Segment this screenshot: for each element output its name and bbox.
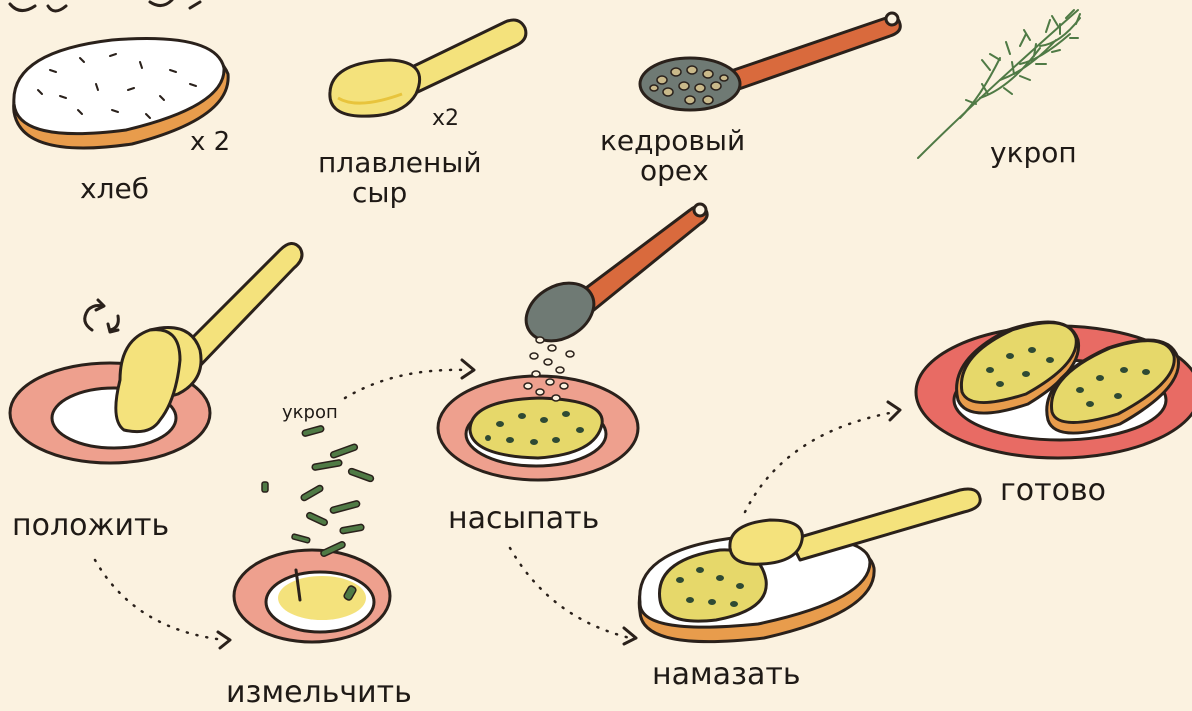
step-chop-label: измельчить	[226, 675, 412, 710]
plate-sandwiches-icon	[916, 322, 1192, 458]
ingredient-pine-nuts: кедровый орех	[600, 13, 900, 187]
plate-chopped-dill-icon	[234, 425, 390, 642]
bread-qty: x 2	[190, 127, 230, 157]
arrow-chop-to-sprinkle	[345, 370, 465, 398]
ingredient-dill: укроп	[918, 10, 1080, 169]
step-ready-label: готово	[1000, 473, 1106, 508]
pine-nuts-label-line2: орех	[640, 154, 709, 187]
step-put: положить	[10, 243, 302, 543]
dill-label: укроп	[990, 136, 1077, 169]
arrow-sprinkle-to-spread	[510, 548, 630, 638]
ingredient-processed-cheese: x2 плавленый сыр	[318, 20, 526, 209]
step-spread-label: намазать	[652, 657, 801, 692]
cheese-spoon-icon	[330, 20, 526, 116]
step-chop: укроп измельчить	[226, 402, 412, 710]
pine-nuts-spoon-icon	[640, 13, 900, 110]
step-spread: намазать	[639, 489, 980, 692]
cheese-label-line1: плавленый	[318, 146, 482, 179]
pine-nuts-label-line1: кедровый	[600, 124, 745, 157]
plate-spoon-cheese-icon	[10, 243, 302, 463]
bread-spread-icon	[639, 489, 980, 642]
step-put-label: положить	[12, 508, 169, 543]
stir-arrows-icon	[85, 300, 119, 332]
bread-label: хлеб	[80, 172, 149, 205]
step-ready: готово	[916, 322, 1192, 508]
step-chop-note: укроп	[282, 402, 338, 423]
plate-pouring-nuts-icon	[438, 204, 707, 480]
arrow-put-to-chop	[95, 560, 225, 640]
step-sprinkle: насыпать	[438, 204, 707, 536]
cropped-heading	[10, 0, 200, 11]
cheese-label-line2: сыр	[352, 176, 407, 209]
ingredient-bread: x 2 хлеб	[14, 39, 231, 205]
step-sprinkle-label: насыпать	[448, 501, 599, 536]
cheese-qty: x2	[432, 106, 459, 131]
arrow-spread-to-ready	[745, 412, 895, 512]
